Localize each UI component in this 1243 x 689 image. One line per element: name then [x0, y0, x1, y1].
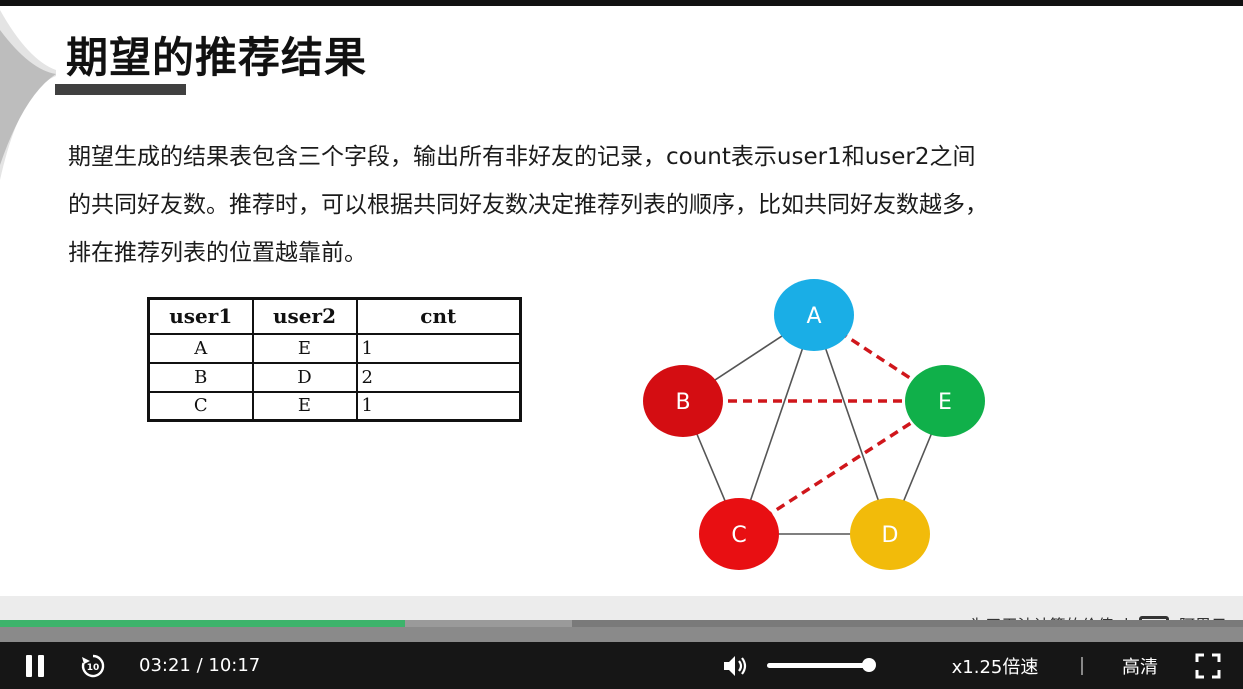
cell-cnt: 1: [355, 390, 522, 422]
cell-cnt: 2: [355, 361, 522, 393]
graph-node-label: C: [731, 523, 746, 548]
friend-edge-A-D: [813, 314, 891, 535]
cell-user2: E: [251, 332, 358, 364]
volume-knob[interactable]: [862, 658, 876, 672]
pause-icon: [23, 654, 47, 677]
video-frame[interactable]: 期望的推荐结果 期望生成的结果表包含三个字段，输出所有非好友的记录，count表…: [0, 0, 1243, 620]
graph-node-circle: [905, 365, 985, 437]
cell-cnt: 1: [355, 332, 522, 364]
paragraph-line: 期望生成的结果表包含三个字段，输出所有非好友的记录，count表示user1和u…: [68, 144, 976, 170]
header-cnt: cnt: [355, 297, 522, 335]
volume-level: [767, 663, 869, 668]
fullscreen-button[interactable]: [1192, 642, 1224, 689]
volume-icon: [724, 655, 747, 676]
current-time: 03:21: [139, 655, 191, 676]
table-row: C E 1: [147, 390, 522, 422]
player-controls: 10 03:21 / 10:17 x1.25倍速 高清: [0, 642, 1243, 689]
watermark-separator: |: [1124, 615, 1129, 621]
volume-slider[interactable]: [767, 658, 876, 672]
progress-bar[interactable]: [0, 620, 1243, 627]
paragraph-line: 的共同好友数。推荐时，可以根据共同好友数决定推荐列表的顺序，比如共同好友数越多，: [68, 192, 988, 218]
graph-node-circle: [850, 498, 930, 570]
header-user1: user1: [147, 297, 254, 335]
time-separator: /: [190, 655, 209, 676]
progress-played: [0, 620, 405, 627]
table-row: B D 2: [147, 361, 522, 393]
progress-bar-base: [0, 627, 1243, 642]
graph-node-B: B: [643, 365, 723, 437]
graph-node-label: A: [806, 304, 821, 329]
recommend-edge-A-E: [813, 313, 946, 403]
graph-node-circle: [643, 365, 723, 437]
playback-speed-button[interactable]: x1.25倍速: [951, 656, 1039, 678]
graph-node-D: D: [850, 498, 930, 570]
graph-node-C: C: [699, 498, 779, 570]
cell-user1: A: [147, 332, 254, 364]
graph-nodes: A B E C D: [643, 279, 985, 570]
slide-title: 期望的推荐结果: [66, 33, 368, 82]
cell-user1: B: [147, 361, 254, 393]
graph-node-A: A: [774, 279, 854, 351]
graph-node-label: D: [882, 523, 899, 548]
graph-node-circle: [699, 498, 779, 570]
friend-edge-B-C: [682, 400, 740, 535]
graph-node-E: E: [905, 365, 985, 437]
graph-node-label: E: [938, 390, 952, 415]
fullscreen-icon: [1195, 653, 1221, 678]
friend-edge-A-B: [682, 314, 815, 402]
slide-paragraph: 期望生成的结果表包含三个字段，输出所有非好友的记录，count表示user1和u…: [68, 133, 1208, 277]
cell-user1: C: [147, 390, 254, 422]
cell-user2: E: [251, 390, 358, 422]
quality-button[interactable]: 高清: [1122, 656, 1158, 678]
watermark-brand: 阿里云: [1179, 612, 1227, 620]
aliyun-logo-icon: [1138, 616, 1169, 620]
slide-footer-strip: [0, 596, 1243, 620]
slide-top-border: [0, 0, 1243, 6]
table-row: A E 1: [147, 332, 522, 364]
paragraph-line: 排在推荐列表的位置越靠前。: [68, 240, 367, 266]
friend-edge-A-C: [738, 314, 815, 535]
controls-divider: [1081, 657, 1083, 675]
cell-user2: D: [251, 361, 358, 393]
rewind-10-button[interactable]: 10: [78, 642, 108, 689]
friend-edge-E-D: [889, 400, 946, 535]
watermark-text: 为了无法计算的价值: [970, 612, 1114, 620]
svg-text:10: 10: [87, 663, 100, 673]
time-display: 03:21 / 10:17: [139, 642, 260, 689]
pause-button[interactable]: [20, 642, 50, 689]
watermark: 为了无法计算的价值 | 阿里云: [970, 612, 1227, 620]
recommend-edge-C-E: [738, 399, 946, 536]
title-underline: [55, 84, 186, 95]
slide-decoration: [0, 10, 56, 180]
table-header-row: user1 user2 cnt: [147, 297, 522, 335]
header-user2: user2: [251, 297, 358, 335]
graph-edges: [682, 313, 946, 536]
graph-node-label: B: [675, 390, 690, 415]
result-table: user1 user2 cnt A E 1 B D 2 C E 1: [147, 297, 522, 422]
rewind-10-icon: 10: [81, 654, 105, 677]
graph-node-circle: [774, 279, 854, 351]
duration: 10:17: [208, 655, 261, 676]
volume-button[interactable]: [720, 642, 750, 689]
